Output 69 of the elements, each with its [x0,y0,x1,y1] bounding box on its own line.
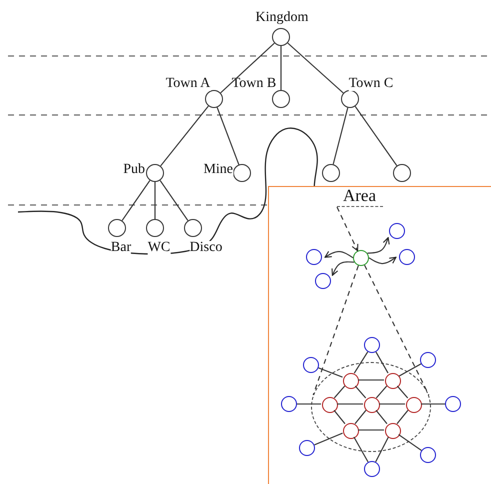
area-panel [268,186,491,484]
connector-line [334,410,346,424]
tree-node [322,164,340,182]
arrow [336,206,358,252]
connector-line [314,432,343,446]
connector-line [318,367,343,378]
node-label: Town C [348,77,394,91]
connector-line [375,436,389,462]
connector-line [332,108,348,164]
network-node [302,356,318,372]
connector-line [354,386,366,398]
connector-line [160,180,188,221]
node-label: Bar [110,241,132,255]
connector-line [297,403,321,405]
network-node [280,396,296,412]
arrow [367,237,390,254]
network-node [364,396,380,412]
connector-line [220,42,275,94]
connector-line [312,265,359,396]
connector-line [353,436,369,462]
network-node [406,396,422,412]
network-node [364,460,380,476]
connector-line [396,386,408,398]
connector-line [398,434,422,451]
connector-line [376,352,388,374]
network-node [388,222,404,238]
arrow [332,261,354,276]
network-node [352,250,368,266]
connector-line [160,106,209,166]
node-label: Kingdom [256,11,308,25]
network-node [306,248,322,264]
network-node [298,440,314,456]
network-node [398,248,414,264]
network-node [444,396,460,412]
network-node [364,336,380,352]
node-label: Mine [203,163,233,177]
network-node [342,422,358,438]
network-node [384,422,400,438]
network-node [384,372,400,388]
connector-line [421,403,445,405]
connector-line [354,106,398,166]
connector-line [358,379,384,381]
network-node [322,396,338,412]
connector-line [376,386,388,398]
network-node [342,372,358,388]
network-node [420,446,436,462]
connector-line [376,410,388,424]
arrow [368,256,396,264]
node-label: Town A [166,77,210,91]
connector-line [287,42,344,94]
connector-line [396,410,408,424]
connector-line [354,410,366,424]
connector-line [398,363,422,377]
connector-line [364,264,430,396]
area-title: Area [336,186,382,206]
node-label: WC [148,241,170,255]
tree-node [393,164,411,182]
connector-line [334,386,346,398]
network-node [314,272,330,288]
connector-line [154,182,156,219]
connector-line [358,429,384,431]
network-node [420,352,436,368]
connector-line [280,46,282,90]
connector-line [122,180,150,221]
arrow [324,250,354,258]
connector-line [337,403,363,405]
connector-line [379,403,405,405]
connector-line [216,107,240,165]
connector-line [354,351,368,374]
